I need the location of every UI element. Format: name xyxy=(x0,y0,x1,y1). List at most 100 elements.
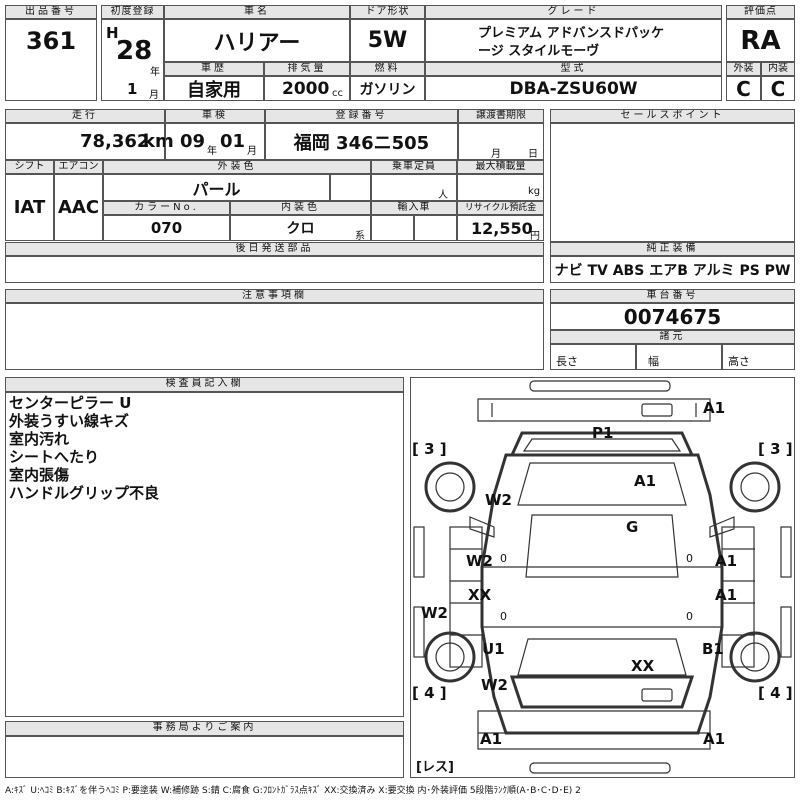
door-type-cell xyxy=(350,19,425,62)
mark-roof: G xyxy=(626,518,639,536)
import-header: 輸入車 xyxy=(371,201,457,215)
year-value: 28 xyxy=(116,36,153,66)
history-cell xyxy=(164,76,264,101)
mark-hood: A1 xyxy=(634,472,657,490)
int-color-header: 内装色 xyxy=(230,201,371,215)
model-code-cell xyxy=(425,76,722,101)
fuel-value: ガソリン xyxy=(359,81,416,98)
chassis-number-cell xyxy=(550,303,795,330)
inspector-note: ハンドルグリップ不良 xyxy=(9,484,160,502)
transfer-deadline-cell xyxy=(458,123,544,160)
score-header: 評価点 xyxy=(726,5,795,19)
color-no-header: カラーNo. xyxy=(103,201,230,215)
length-cell xyxy=(550,344,636,370)
inspection-year-unit: 年 xyxy=(207,146,217,157)
fuel-header: 燃料 xyxy=(350,62,425,76)
ext-color-cell xyxy=(103,174,330,201)
displacement-unit: cc xyxy=(332,88,343,99)
max-load-cell xyxy=(457,174,544,201)
ext-color-extra-cell xyxy=(330,174,371,201)
fuel-cell xyxy=(350,76,425,101)
interior-value: C xyxy=(770,76,786,101)
era-value: H xyxy=(106,24,119,42)
aircon-cell xyxy=(54,174,103,241)
length-label: 長さ xyxy=(556,355,578,368)
height-cell xyxy=(722,344,795,370)
inspector-notes-list: センターピラー U 外装うすい線キズ 室内汚れ シートへたり 室内張傷 ハンドル… xyxy=(9,394,159,502)
mark-left-front-fender: W2 xyxy=(485,491,512,509)
inspector-note: 室内張傷 xyxy=(9,466,70,484)
color-no-value: 070 xyxy=(150,219,183,237)
later-parts-header: 後日発送部品 xyxy=(5,242,544,256)
int-color-value: クロ xyxy=(286,221,315,237)
lot-number-cell xyxy=(5,19,97,101)
sales-points-area xyxy=(550,123,795,242)
exterior-value: C xyxy=(736,76,751,101)
chassis-number-value: 0074675 xyxy=(623,304,722,329)
history-value: 自家用 xyxy=(187,79,241,101)
grade-cell xyxy=(425,19,722,62)
ext-color-header: 外装色 xyxy=(103,160,371,174)
exterior-cell xyxy=(726,76,761,101)
int-color-cell xyxy=(230,215,371,241)
office-notice-header: 事務局よりご案内 xyxy=(5,721,404,736)
mileage-header: 走行 xyxy=(5,109,165,123)
displacement-value: 2000 xyxy=(282,79,330,99)
aircon-header: エアコン xyxy=(54,160,103,174)
int-color-suffix: 系 xyxy=(355,231,365,242)
recycle-fee-unit: 円 xyxy=(530,231,540,242)
mileage-unit: km xyxy=(143,131,174,152)
capacity-unit: 人 xyxy=(438,190,448,201)
mileage-value: 78,362 xyxy=(80,131,150,152)
grade-header: グレード xyxy=(425,5,722,19)
capacity-cell xyxy=(371,174,457,201)
inspector-notes-area xyxy=(5,392,404,717)
recycle-fee-header: リサイクル預託金 xyxy=(457,201,544,215)
month-value: 1 xyxy=(127,80,138,98)
inspection-year: 09 xyxy=(180,131,206,152)
inspection-month-unit: 月 xyxy=(247,146,257,157)
year-unit: 年 xyxy=(150,67,160,78)
grade-line2: ージ スタイルモーヴ xyxy=(478,44,600,59)
car-name-cell xyxy=(164,19,350,62)
first-reg-header: 初度登録 xyxy=(101,5,164,19)
width-cell xyxy=(636,344,722,370)
tire-label-front-right: [ 3 ] xyxy=(758,440,793,458)
registration-value: 福岡 346ニ505 xyxy=(293,132,430,154)
office-notice-area xyxy=(5,736,404,778)
inspection-month: 01 xyxy=(220,131,246,152)
later-parts-area xyxy=(5,256,544,283)
sales-points-header: セールスポイント xyxy=(550,109,795,123)
inspector-note: 外装うすい線キズ xyxy=(9,412,130,430)
mark-left-quarter: W2 xyxy=(481,676,508,694)
model-code-value: DBA-ZSU60W xyxy=(509,78,638,99)
caution-header: 注意事項欄 xyxy=(5,289,544,303)
mark-windshield: P1 xyxy=(592,424,614,442)
chassis-number-header: 車台番号 xyxy=(550,289,795,303)
max-load-unit: kg xyxy=(528,186,541,197)
inspector-note: 室内汚れ xyxy=(9,430,70,448)
door-type-header: ドア形状 xyxy=(350,5,425,19)
score-cell xyxy=(726,19,795,62)
mark-right-rear-fender: B1 xyxy=(702,640,724,658)
registration-cell xyxy=(265,123,458,160)
displacement-header: 排気量 xyxy=(264,62,350,76)
mileage-cell xyxy=(5,123,165,160)
shift-header: シフト xyxy=(5,160,54,174)
damage-diagram-frame xyxy=(410,377,795,778)
mark-right-front-door: A1 xyxy=(715,552,738,570)
door-type-value: 5W xyxy=(367,28,408,53)
zero-mark: 0 xyxy=(686,552,693,565)
score-value: RA xyxy=(740,25,781,56)
grade-line1: プレミアム アドバンスドパッケ xyxy=(478,26,665,41)
inspector-note: シートへたり xyxy=(9,448,100,466)
width-label: 幅 xyxy=(648,355,659,368)
transfer-day-unit: 日 xyxy=(528,149,538,160)
inspection-header: 車検 xyxy=(165,109,265,123)
aircon-value: AAC xyxy=(57,197,100,218)
zero-mark: 0 xyxy=(500,552,507,565)
mark-front-bumper: A1 xyxy=(703,399,726,417)
zero-mark: 0 xyxy=(500,610,507,623)
mark-left-front-door: W2 xyxy=(466,552,493,570)
car-outline-diagram xyxy=(413,380,792,774)
